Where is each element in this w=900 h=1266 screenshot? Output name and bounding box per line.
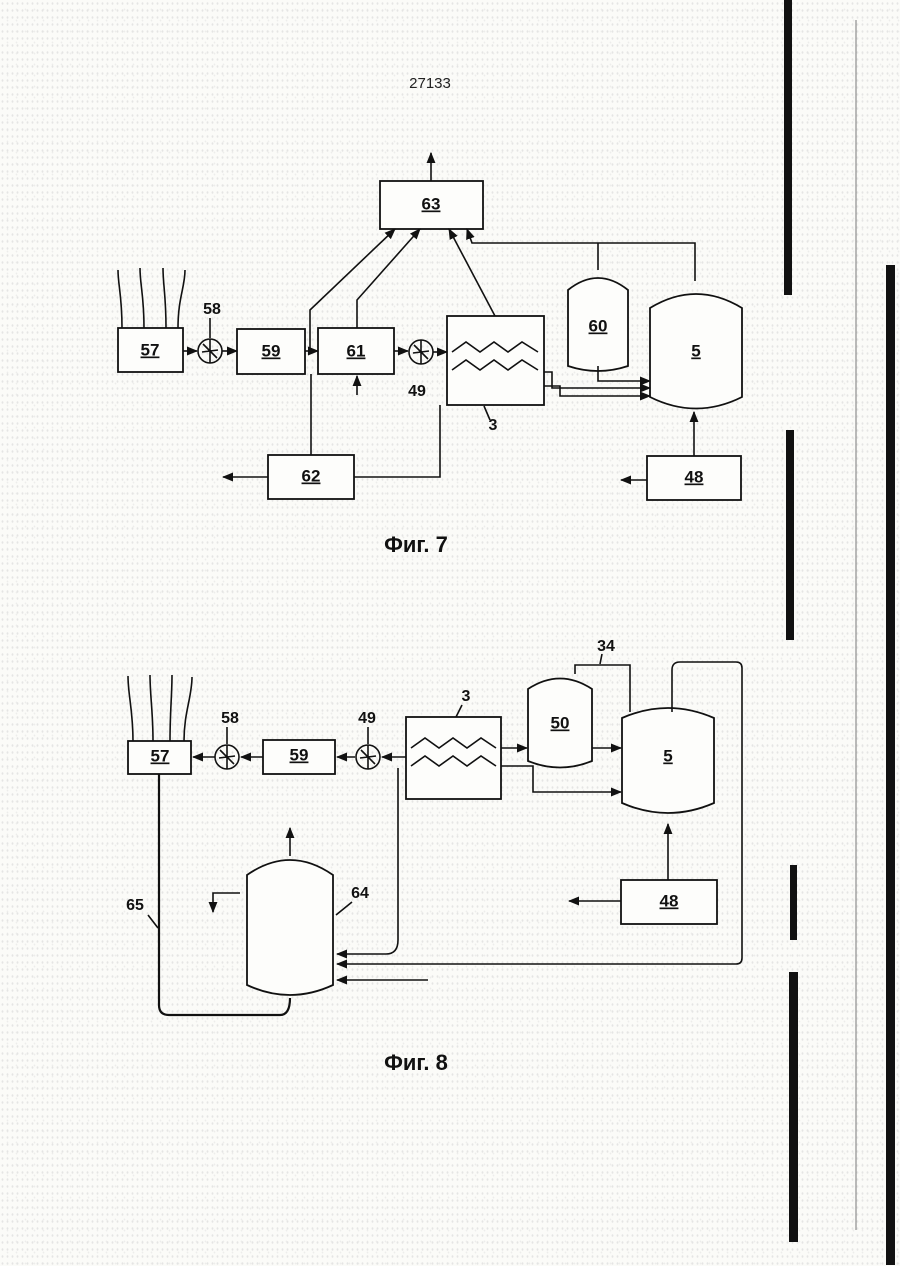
vessel-64 bbox=[247, 860, 333, 995]
tank-5: 5 bbox=[650, 294, 742, 409]
unit-59: 59 bbox=[263, 740, 335, 774]
pump-49-label: 49 bbox=[358, 710, 376, 727]
pump-49-icon bbox=[356, 745, 380, 769]
pump-58-icon bbox=[198, 339, 222, 363]
line-34-label: 34 bbox=[597, 638, 615, 655]
unit-48-label: 48 bbox=[660, 891, 679, 910]
figure-8-caption: Фиг. 8 bbox=[384, 1050, 448, 1075]
unit-48: 48 bbox=[647, 456, 741, 500]
unit-63: 63 bbox=[380, 181, 483, 229]
tank-50-label: 50 bbox=[551, 713, 570, 732]
unit-62-label: 62 bbox=[302, 466, 321, 485]
heat-exchanger-3 bbox=[406, 717, 501, 799]
unit-59-label: 59 bbox=[262, 341, 281, 360]
unit-62: 62 bbox=[268, 455, 354, 499]
tank-60: 60 bbox=[568, 278, 628, 371]
input-line bbox=[163, 268, 166, 328]
input-line bbox=[118, 270, 122, 328]
input-line bbox=[150, 675, 153, 741]
unit-57: 57 bbox=[128, 741, 191, 774]
figure-7-caption: Фиг. 7 bbox=[384, 532, 448, 557]
pump-49-icon bbox=[409, 340, 433, 364]
tank-50: 50 bbox=[528, 679, 592, 768]
input-line bbox=[128, 676, 133, 741]
unit-57: 57 bbox=[118, 328, 183, 372]
figure-8: 57 58 59 49 3 bbox=[126, 638, 742, 1075]
tank-5-label: 5 bbox=[663, 746, 672, 765]
tank-60-label: 60 bbox=[589, 316, 608, 335]
unit-61: 61 bbox=[318, 328, 394, 374]
input-line bbox=[140, 268, 144, 328]
input-line bbox=[170, 675, 172, 741]
heat-exchanger-3 bbox=[447, 316, 544, 405]
pump-58-label: 58 bbox=[221, 710, 239, 727]
pump-58-icon bbox=[215, 745, 239, 769]
unit-59: 59 bbox=[237, 329, 305, 374]
scan-edge-marks bbox=[784, 0, 895, 1265]
heat-exchanger-3-label: 3 bbox=[489, 417, 498, 434]
figure-7: 57 58 59 61 49 bbox=[118, 153, 742, 557]
unit-57-label: 57 bbox=[141, 340, 160, 359]
heat-exchanger-3-label: 3 bbox=[462, 688, 471, 705]
unit-48-label: 48 bbox=[685, 467, 704, 486]
vessel-64-label: 64 bbox=[351, 885, 369, 902]
unit-59-label: 59 bbox=[290, 745, 309, 764]
unit-48: 48 bbox=[621, 880, 717, 924]
input-line bbox=[184, 677, 192, 741]
tank-5-label: 5 bbox=[691, 341, 700, 360]
pump-58-label: 58 bbox=[203, 301, 221, 318]
input-line bbox=[178, 270, 185, 328]
pump-49-label: 49 bbox=[408, 383, 426, 400]
tank-5: 5 bbox=[622, 708, 714, 813]
unit-61-label: 61 bbox=[347, 341, 366, 360]
unit-63-label: 63 bbox=[422, 194, 441, 213]
page-number: 27133 bbox=[409, 75, 451, 92]
line-65-label: 65 bbox=[126, 897, 144, 914]
unit-57-label: 57 bbox=[151, 746, 170, 765]
